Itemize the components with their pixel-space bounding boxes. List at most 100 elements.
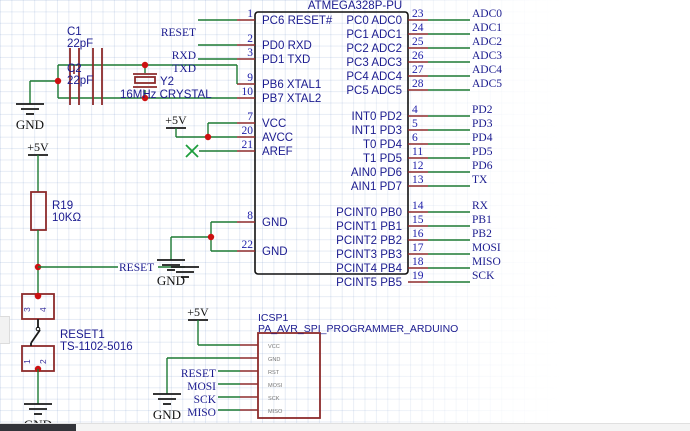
icsp-connector[interactable] xyxy=(153,319,321,419)
ic-pin-label: PB6 XTAL1 xyxy=(262,79,321,91)
icsp-pin-label: RST xyxy=(268,370,280,376)
ic-pin-number: 17 xyxy=(412,242,424,254)
net-label: PD4 xyxy=(472,132,493,144)
crystal-value: 16MHz CRYSTAL xyxy=(120,89,212,101)
ic-pin-number: 26 xyxy=(412,50,424,62)
ic-pin-number: 4 xyxy=(412,104,418,116)
ic-pin-label: AIN0 PD6 xyxy=(351,167,402,179)
net-label: ADC1 xyxy=(472,22,502,34)
ic-pin-label: PC2 ADC2 xyxy=(346,43,402,55)
gnd-label: GND xyxy=(157,273,185,288)
net-label: RX xyxy=(472,200,489,212)
c1-value: 22pF xyxy=(67,38,93,50)
icsp-pin-label: VCC xyxy=(268,344,280,350)
net-label: MOSI xyxy=(472,242,501,254)
icsp-value: PA_AVR_SPI_PROGRAMMER_ARDUINO xyxy=(258,323,458,335)
ic-pin-number: 12 xyxy=(412,160,424,172)
gnd-net-ic[interactable] xyxy=(157,221,237,271)
ic-title: ATMEGA328P-PU xyxy=(308,0,402,12)
ic-pin-label: VCC xyxy=(262,118,286,130)
ic-pin-label: PC3 ADC3 xyxy=(346,57,402,69)
ic-pin-number: 8 xyxy=(247,210,253,222)
gnd-label: GND xyxy=(153,407,181,422)
net-label: PB2 xyxy=(472,228,492,240)
ic-pin-label: T1 PD5 xyxy=(363,153,402,165)
icsp-pin-label: MISO xyxy=(268,409,283,415)
ic-pin-label: PCINT3 PB3 xyxy=(336,249,402,261)
ic-pin-number: 27 xyxy=(412,64,424,76)
net-label: PD2 xyxy=(472,104,493,116)
ic-pin-number: 9 xyxy=(247,72,253,84)
ic-pin-number: 10 xyxy=(242,86,254,98)
net-label-reset-pullup: RESET xyxy=(119,262,154,274)
power-label-5v: +5V xyxy=(165,113,187,127)
ic-pin-number: 18 xyxy=(412,256,424,268)
crystal-network[interactable] xyxy=(29,48,238,105)
icsp-pin-label: GND xyxy=(268,357,280,363)
ic-pin-label: PD1 TXD xyxy=(262,54,310,66)
net-label: ADC3 xyxy=(472,50,502,62)
scrollbar-thumb[interactable] xyxy=(0,424,76,431)
ic-pin-number: 21 xyxy=(242,139,254,151)
ic-pin-label: GND xyxy=(262,246,288,258)
ic-pin-number: 13 xyxy=(412,174,424,186)
net-label: MISO xyxy=(472,256,501,268)
net-label: PB1 xyxy=(472,214,492,226)
reset-pullup-network[interactable] xyxy=(28,154,118,300)
ic-pin-label: AIN1 PD7 xyxy=(351,181,402,193)
r19-value: 10KΩ xyxy=(52,212,81,224)
ic-pin-number: 5 xyxy=(412,118,418,130)
ic-pin-label: INT1 PD3 xyxy=(352,125,403,137)
viewport-edge-handle[interactable] xyxy=(0,316,10,344)
ic-pin-number: 15 xyxy=(412,214,424,226)
ic-pin-label: INT0 PD2 xyxy=(352,111,403,123)
ic-pin-label: AVCC xyxy=(262,132,293,144)
aref-no-connect xyxy=(185,144,237,158)
net-label: TX xyxy=(472,174,488,186)
net-label: SCK xyxy=(472,270,495,282)
ic-pin-number: 6 xyxy=(412,132,418,144)
ic-pin-label: PD0 RXD xyxy=(262,40,312,52)
horizontal-scrollbar[interactable] xyxy=(0,423,690,431)
ic-pin-label: PCINT5 PB5 xyxy=(336,277,402,289)
net-label: PD3 xyxy=(472,118,493,130)
ic-right-pin-stubs xyxy=(408,19,428,283)
ic-pin-number: 11 xyxy=(412,146,423,158)
ic-pin-label: PC1 ADC1 xyxy=(346,29,402,41)
ic-pin-label: PCINT2 PB2 xyxy=(336,235,402,247)
ic-pin-number: 23 xyxy=(412,8,424,20)
ic-pin-label: PC0 ADC0 xyxy=(346,15,402,27)
net-label: ADC4 xyxy=(472,64,502,76)
net-label-rxd: RXD xyxy=(172,50,196,62)
ic-pin-label: AREF xyxy=(262,146,293,158)
ic-pin-number: 22 xyxy=(242,239,254,251)
r19-ref: R19 xyxy=(52,200,73,212)
power-label-5v: +5V xyxy=(27,140,49,154)
ic-pin-number: 16 xyxy=(412,228,424,240)
ic-pin-label: PCINT0 PB0 xyxy=(336,207,402,219)
net-label-reset: RESET xyxy=(161,27,196,39)
icsp-net-label: MISO xyxy=(187,407,216,419)
ic-pin-number: 2 xyxy=(247,33,253,45)
ic-pin-number: 24 xyxy=(412,22,424,34)
icsp-net-label: RESET xyxy=(181,368,216,380)
vcc-supply-net[interactable] xyxy=(166,122,237,141)
ic-body-atmega328p[interactable] xyxy=(254,11,409,275)
left-net-wires xyxy=(198,19,237,60)
reset-switch-ref: RESET1 xyxy=(60,329,105,341)
reset-switch[interactable] xyxy=(21,292,55,415)
icsp-net-label: MOSI xyxy=(187,381,216,393)
switch-pin-number: 4 xyxy=(38,307,48,312)
ic-pin-label: PC6 RESET# xyxy=(262,15,333,27)
gnd-symbol-crystal xyxy=(16,103,44,115)
net-label: ADC0 xyxy=(472,8,502,20)
ic-pin-label: PCINT1 PB1 xyxy=(336,221,402,233)
ic-pin-number: 25 xyxy=(412,36,424,48)
switch-pin-number: 2 xyxy=(38,359,48,364)
ic-pin-number: 1 xyxy=(247,8,253,20)
net-label: ADC5 xyxy=(472,78,502,90)
net-label-txd: TXD xyxy=(172,63,196,75)
ic-pin-number: 3 xyxy=(247,47,253,59)
